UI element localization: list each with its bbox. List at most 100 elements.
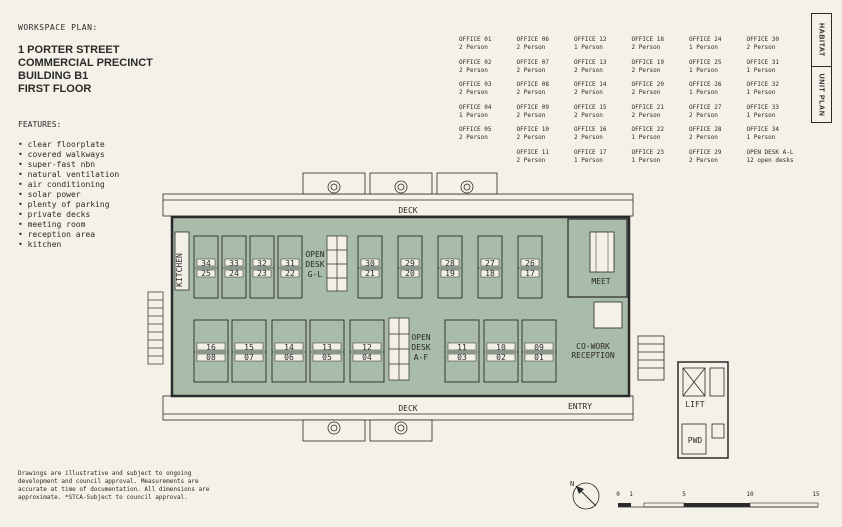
office-name: OFFICE 02 [459,58,492,66]
office-name: OFFICE 25 [689,58,722,66]
deck-top-structure [162,172,634,217]
open-af-label: OPEN [411,333,430,342]
office-name: OFFICE 18 [631,36,665,43]
office-capacity: 1 Person [746,89,776,96]
office-number: 13 [322,343,332,352]
office-number: 29 [405,259,415,268]
office-number: 34 [201,259,211,268]
office-number: 21 [365,269,375,278]
open-af-label: A-F [414,353,429,362]
office-capacity: 2 Person [459,44,488,51]
office-capacity: 1 Person [631,134,661,141]
office-number: 24 [229,269,239,278]
scale-tick: 5 [682,491,686,498]
office-capacity: 2 Person [516,89,546,96]
office-name: OFFICE 07 [516,58,550,66]
office-capacity: 1 Person [631,156,661,164]
feature-item: air conditioning [18,180,119,190]
office-number: 04 [362,353,372,362]
office-capacity: 2 Person [574,89,603,96]
feature-item: covered walkways [18,150,119,160]
office-name: OFFICE 28 [689,126,722,133]
office-name: OFFICE 27 [689,103,722,111]
office-capacity: 2 Person [516,66,546,74]
side-tab[interactable]: HABITAT UNIT PLAN [811,13,832,123]
office-number: 16 [206,343,216,352]
plan-labels: DECK DECK ENTRY LIFT PWD MEET KITCHEN OP… [175,206,705,445]
office-capacity: 2 Person [631,89,661,96]
office-number: 11 [457,343,467,352]
office-capacity: 1 Person [746,66,776,74]
north-label: N [570,480,574,488]
office-number: 09 [534,343,544,352]
office-number: 15 [244,343,254,352]
office-name: OFFICE 01 [459,36,492,43]
office-number: 07 [244,353,254,362]
office-capacity: 2 Person [516,156,546,164]
office-capacity: 2 Person [459,134,488,141]
kitchen-label: KITCHEN [175,253,184,287]
office-name: OFFICE 12 [574,36,607,43]
office-name: OFFICE 14 [574,81,607,88]
deck-bottom-label: DECK [398,404,417,413]
office-capacity: 2 Person [459,66,488,74]
cowork-label: CO-WORK [576,342,610,351]
office-name: OFFICE 30 [746,36,780,43]
open-af-label: DESK [411,343,430,352]
office-number: 25 [201,269,211,278]
office-name: OFFICE 24 [689,36,722,43]
office-capacity: 1 Person [689,89,718,96]
feature-item: super-fast nbn [18,160,119,170]
office-capacity: 2 Person [631,44,661,51]
office-capacity: 2 Person [689,111,718,119]
office-name: OPEN DESK A-L [746,148,794,156]
open-gl-label: G-L [308,270,323,279]
office-capacity: 2 Person [516,134,546,141]
scale-bar: 0 1 5 10 15 [616,491,820,508]
office-capacity: 1 Person [689,66,718,74]
meeting-room [567,218,628,329]
deck-bottom-structure [162,395,634,442]
tab-divider [812,66,831,67]
office-capacity: 2 Person [516,44,546,51]
office-capacity: 2 Person [746,44,776,51]
office-capacity: 2 Person [689,134,718,141]
